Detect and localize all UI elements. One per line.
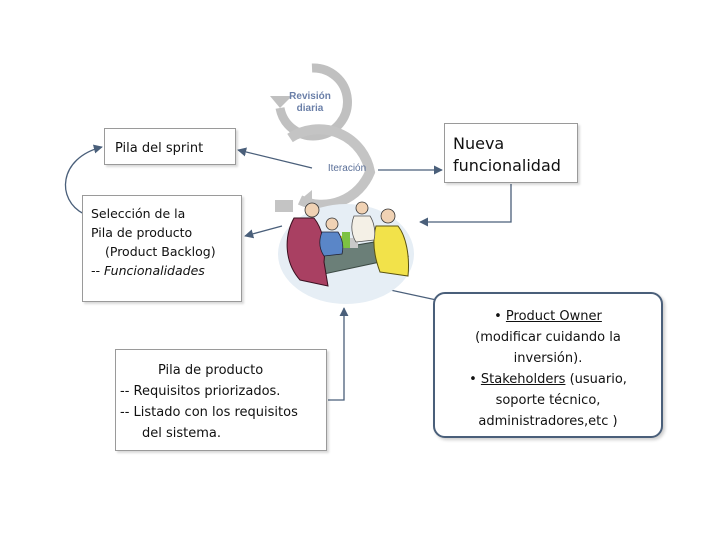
roles-line5: soporte técnico,: [495, 393, 601, 408]
revision-label-line2: diaria: [296, 103, 324, 114]
roles-line3: inversión).: [513, 351, 583, 366]
product-owner-text: Product Owner: [505, 309, 602, 324]
pila-producto-box: Pila de producto -- Requisitos priorizad…: [115, 349, 327, 451]
stakeholders-suffix: (usuario,: [565, 372, 627, 387]
stakeholders-text: Stakeholders: [480, 372, 566, 387]
bullet-2: •: [469, 372, 481, 387]
roles-box: • Product Owner (modificar cuidando la i…: [433, 292, 663, 438]
pila-line3: -- Listado con los requisitos: [120, 405, 298, 420]
iteracion-label: Iteración: [327, 163, 367, 174]
seleccion-line2: Pila de producto: [91, 225, 193, 240]
arrow-to-sprint-backlog: [237, 147, 313, 169]
nueva-funcionalidad-box: Nueva funcionalidad: [444, 123, 578, 183]
arrow-nueva-to-team: [419, 184, 512, 227]
revision-label-line1: Revisión: [289, 91, 331, 102]
roles-line2: (modificar cuidando la: [475, 330, 621, 345]
pila-line2: -- Requisitos priorizados.: [120, 384, 281, 399]
seleccion-pila-box: Selección de la Pila de producto (Produc…: [82, 195, 242, 302]
pila-line1: Pila de producto: [158, 363, 264, 378]
nueva-line2: funcionalidad: [453, 156, 561, 175]
nueva-line1: Nueva: [453, 134, 505, 153]
roles-stakeholders-line: • Stakeholders (usuario,: [435, 369, 661, 390]
revision-diaria-label: Revisión diaria: [282, 91, 338, 115]
roles-product-owner-line: • Product Owner: [435, 306, 661, 327]
arrow-pila-to-team: [328, 307, 349, 401]
seleccion-line4: -- Funcionalidades: [91, 263, 205, 278]
roles-line6: administradores,etc ): [478, 414, 618, 429]
sprint-backlog-box: Pila del sprint: [104, 128, 236, 165]
team-meeting-illustration: [278, 201, 414, 304]
bullet-1: •: [494, 309, 506, 324]
sprint-backlog-text: Pila del sprint: [115, 141, 204, 156]
pila-line4: del sistema.: [142, 426, 222, 441]
seleccion-line3: (Product Backlog): [105, 244, 216, 259]
seleccion-line1: Selección de la: [91, 206, 186, 221]
